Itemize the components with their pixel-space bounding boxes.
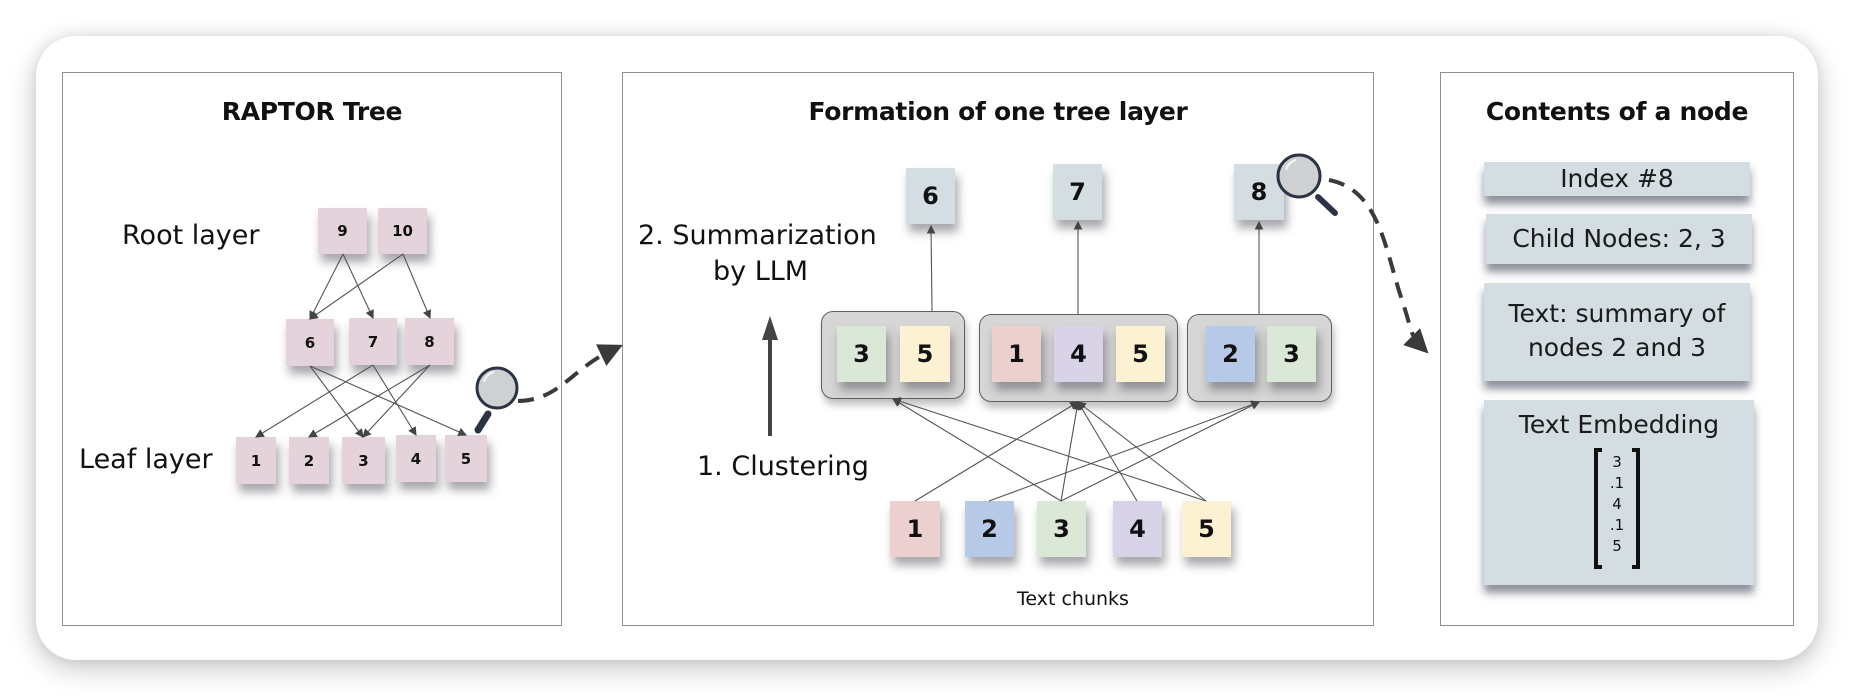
edge-chunk3-clusterA — [892, 398, 1062, 502]
cluster-b-chunk-4: 4 — [1054, 326, 1103, 382]
raptor-tree-title: RAPTOR Tree — [221, 97, 403, 126]
text-chunk-4: 4 — [1113, 501, 1162, 557]
dashed-arrow-to-node-contents — [1328, 178, 1429, 354]
edge-chunk5-clusterA — [891, 397, 1207, 502]
tree-node-3: 3 — [342, 437, 385, 484]
cluster-a-chunk-3: 3 — [837, 326, 886, 382]
tree-layer-title: Formation of one tree layer — [808, 97, 1188, 126]
index-field: Index #8 — [1484, 162, 1750, 196]
tree-node-10: 10 — [378, 208, 427, 254]
tree-edge-6-3 — [309, 365, 364, 438]
summarization-label-line2: by LLM — [713, 256, 809, 287]
magnifier-icon — [1276, 153, 1338, 216]
tree-edge-7-4 — [372, 364, 417, 436]
edge-clusterA-summary6 — [926, 224, 936, 312]
magnifier-icon — [474, 366, 519, 434]
process-up-arrow — [762, 316, 778, 436]
tree-edges — [255, 253, 468, 438]
edge-chunk5-clusterB — [1077, 401, 1207, 502]
edge-chunk4-clusterB — [1077, 401, 1138, 502]
tree-edge-8-2 — [308, 364, 431, 438]
tree-node-4: 4 — [396, 435, 436, 482]
tree-node-7: 7 — [349, 318, 397, 365]
text-summary-line1: Text: summary of — [1508, 299, 1726, 328]
node-contents-title: Contents of a node — [1485, 97, 1749, 126]
embedding-value: 3 — [1612, 453, 1622, 471]
dashed-arrow-to-layer — [517, 344, 623, 403]
summarization-edges — [926, 220, 1264, 314]
embedding-value: 5 — [1612, 537, 1622, 555]
cluster-c-chunk-3: 3 — [1267, 326, 1316, 382]
text-chunks-caption: Text chunks — [1017, 588, 1129, 610]
text-chunk-3: 3 — [1037, 501, 1086, 557]
text-chunk-1: 1 — [890, 501, 940, 557]
cluster-a-chunk-5: 5 — [900, 326, 950, 382]
text-embedding-label: Text Embedding — [1518, 410, 1720, 439]
cluster-b-chunk-5: 5 — [1116, 326, 1165, 382]
text-chunk-5: 5 — [1182, 501, 1231, 557]
tree-node-8: 8 — [405, 318, 454, 365]
tree-edge-8-3 — [362, 364, 431, 438]
text-embedding-field: Text Embedding — [1484, 400, 1754, 585]
embedding-left-bracket — [1594, 448, 1602, 569]
summary-node-7: 7 — [1053, 164, 1102, 220]
tree-node-1: 1 — [236, 437, 276, 484]
tree-edge-10-8 — [402, 253, 432, 320]
clustering-edges — [891, 397, 1261, 502]
embedding-value: .1 — [1609, 516, 1625, 534]
tree-edge-10-6 — [309, 253, 404, 320]
embedding-right-bracket — [1632, 448, 1640, 569]
summarization-label-line1: 2. Summarization — [638, 220, 877, 251]
tree-edge-9-6 — [309, 253, 344, 320]
tree-node-6: 6 — [286, 319, 334, 366]
cluster-b-chunk-1: 1 — [992, 326, 1041, 382]
child-nodes-text: Child Nodes: 2, 3 — [1512, 224, 1726, 253]
clustering-label: 1. Clustering — [697, 451, 869, 482]
tree-node-5: 5 — [445, 435, 487, 482]
edge-chunk3-clusterB — [1060, 400, 1082, 502]
embedding-value: 4 — [1612, 495, 1622, 513]
edge-chunk3-clusterC — [1060, 401, 1260, 502]
leaf-layer-label: Leaf layer — [79, 444, 213, 475]
summary-node-8: 8 — [1234, 164, 1284, 220]
tree-edge-7-1 — [255, 364, 374, 438]
cluster-c-chunk-2: 2 — [1206, 326, 1255, 382]
tree-node-9: 9 — [318, 208, 367, 254]
child-nodes-field: Child Nodes: 2, 3 — [1486, 214, 1752, 264]
text-summary-line2: nodes 2 and 3 — [1527, 333, 1707, 362]
tree-edge-6-5 — [309, 365, 468, 436]
text-chunk-2: 2 — [965, 501, 1014, 557]
embedding-value: .1 — [1609, 474, 1625, 492]
summary-node-6: 6 — [906, 168, 955, 224]
edge-chunk1-clusterB — [914, 401, 1079, 502]
text-summary-field: Text: summary of nodes 2 and 3 — [1484, 283, 1750, 381]
root-layer-label: Root layer — [122, 220, 260, 251]
tree-node-2: 2 — [289, 437, 329, 484]
edge-chunk2-clusterC — [988, 400, 1261, 502]
